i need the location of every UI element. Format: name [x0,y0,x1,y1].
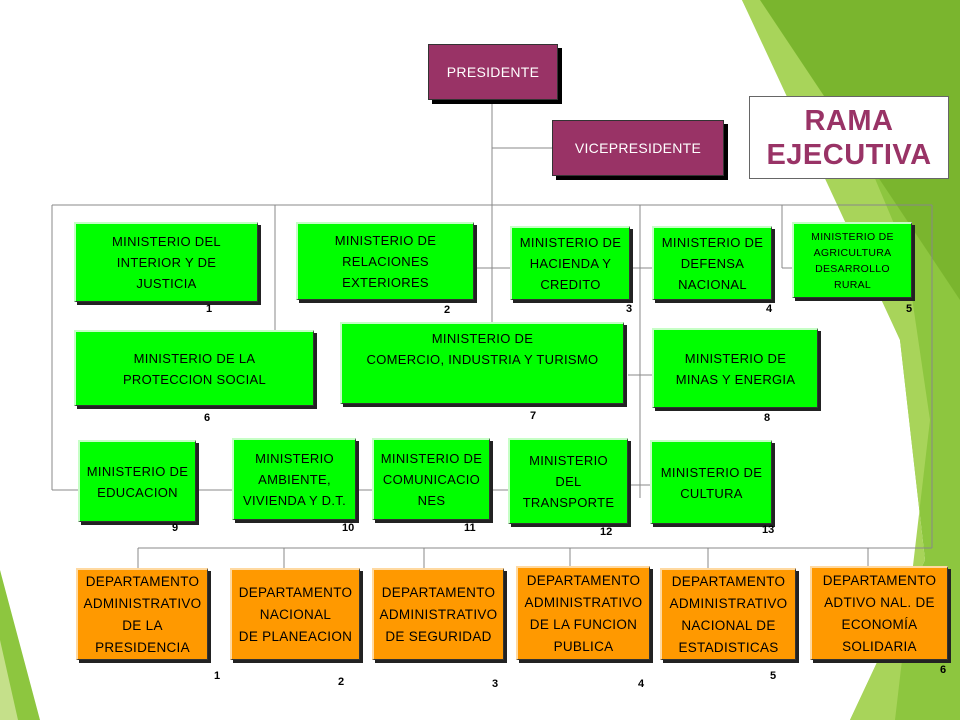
bottom-left-decor [0,570,40,720]
ministry-minas-box: MINISTERIO DE MINAS Y ENERGIA [652,328,818,408]
department-number-4: 4 [638,678,645,690]
department-number-6: 6 [940,664,947,676]
ministry-number-9: 9 [172,522,179,534]
department-funcion-publica-box: DEPARTAMENTO ADMINISTRATIVO DE LA FUNCIO… [516,566,650,660]
ministry-comercio-box: MINISTERIO DE COMERCIO, INDUSTRIA Y TURI… [340,322,624,404]
diagram-title: RAMA EJECUTIVA [749,96,949,179]
ministry-number-1: 1 [206,303,213,315]
department-number-2: 2 [338,676,345,688]
ministry-agricultura-box: MINISTERIO DE AGRICULTURA DESARROLLO RUR… [792,222,912,298]
department-planeacion-box: DEPARTAMENTO NACIONAL DE PLANEACION [230,568,360,660]
ministry-number-10: 10 [342,522,355,534]
ministry-defensa-box: MINISTERIO DE DEFENSA NACIONAL [652,226,772,300]
department-economia-solidaria-box: DEPARTAMENTO ADTIVO NAL. DE ECONOMÍA SOL… [810,566,948,660]
ministry-number-3: 3 [626,303,633,315]
ministry-transporte-box: MINISTERIO DEL TRANSPORTE [508,438,628,524]
president-box: PRESIDENTE [428,44,558,100]
department-seguridad-box: DEPARTAMENTO ADMINISTRATIVO DE SEGURIDAD [372,568,504,660]
ministry-number-4: 4 [766,303,773,315]
ministry-educacion-box: MINISTERIO DE EDUCACION [78,440,196,522]
vicepresident-box: VICEPRESIDENTE [552,120,724,176]
ministry-number-13: 13 [762,524,775,536]
department-presidencia-box: DEPARTAMENTO ADMINISTRATIVO DE LA PRESID… [76,568,208,660]
bottom-left-decor-light [0,640,18,720]
ministry-ambiente-box: MINISTERIO AMBIENTE, VIVIENDA Y D.T. [232,438,356,520]
department-number-1: 1 [214,670,221,682]
ministry-number-5: 5 [906,303,913,315]
ministry-number-6: 6 [204,412,211,424]
department-estadisticas-box: DEPARTAMENTO ADMINISTRATIVO NACIONAL DE … [660,568,796,660]
ministry-relaciones-box: MINISTERIO DE RELACIONES EXTERIORES [296,222,474,300]
ministry-number-8: 8 [764,412,771,424]
ministry-number-2: 2 [444,304,451,316]
ministry-number-7: 7 [530,410,537,422]
ministry-number-11: 11 [464,522,476,534]
ministry-cultura-box: MINISTERIO DE CULTURA [650,440,772,524]
ministry-number-12: 12 [600,526,613,538]
ministry-interior-box: MINISTERIO DEL INTERIOR Y DE JUSTICIA [74,222,258,302]
ministry-hacienda-box: MINISTERIO DE HACIENDA Y CREDITO [510,226,630,300]
ministry-comunicaciones-box: MINISTERIO DE COMUNICACIO NES [372,438,490,520]
department-number-3: 3 [492,678,499,690]
department-number-5: 5 [770,670,777,682]
ministry-proteccion-box: MINISTERIO DE LA PROTECCION SOCIAL [74,330,314,406]
